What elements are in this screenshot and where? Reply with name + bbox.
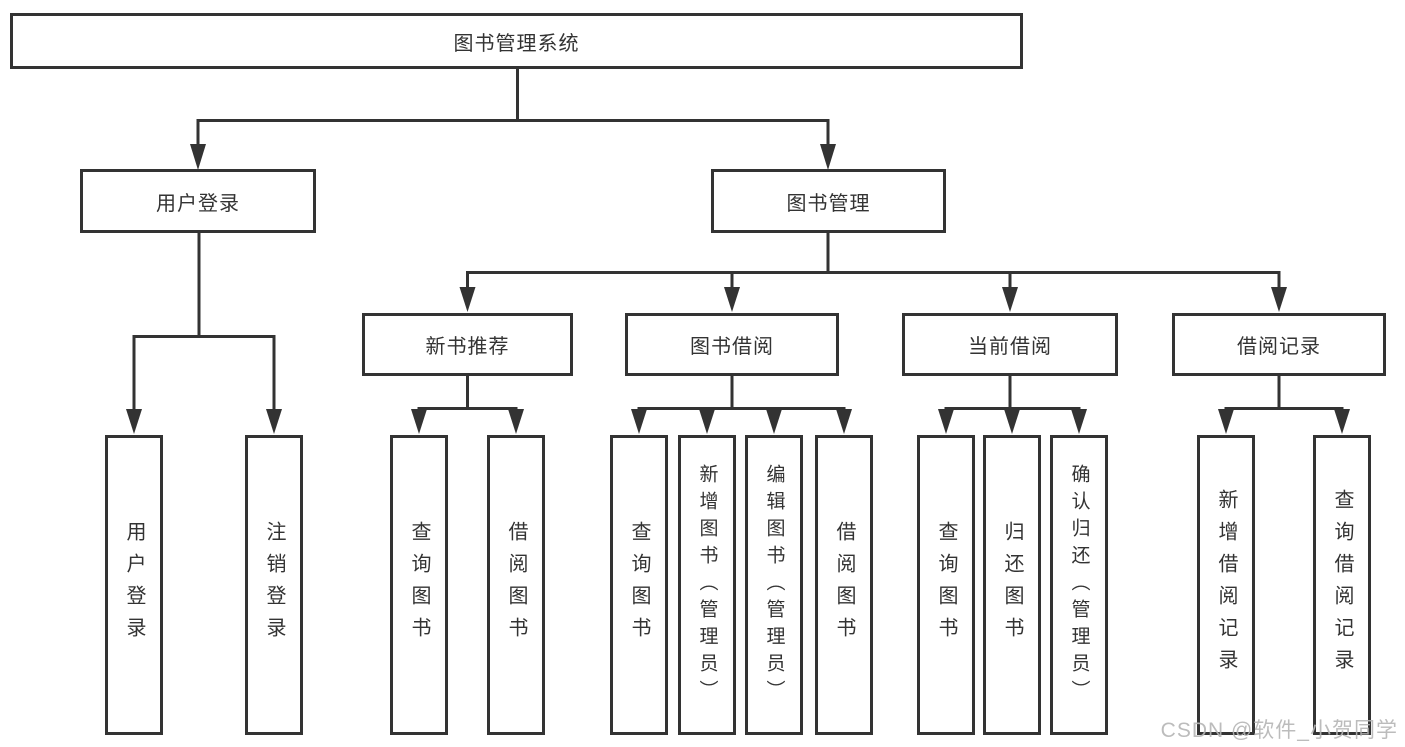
leaf-logout-login: 注销登录 [245,435,303,735]
leaf-current-query-books: 查询图书 [917,435,975,735]
node-user-login: 用户登录 [80,169,316,233]
connector-records-branch [1224,407,1344,412]
leaf-records-add-record: 新增借阅记录 [1197,435,1255,735]
leaf-current-return-books: 归还图书 [983,435,1041,735]
node-borrow-records: 借阅记录 [1172,313,1386,376]
connector-bookmgmt-branch [466,271,1281,290]
connector-userlogin-branch [132,335,276,411]
leaf-current-confirm-return-admin: 确认归还（管理员） [1050,435,1108,735]
leaf-records-query-record: 查询借阅记录 [1313,435,1371,735]
arrowheads [126,144,1350,434]
node-current-borrow: 当前借阅 [902,313,1118,376]
connector-root-branch [196,119,830,146]
node-new-book-recommend: 新书推荐 [362,313,573,376]
csdn-watermark: CSDN @软件_小贺同学 [1160,719,1398,742]
node-book-management: 图书管理 [711,169,946,233]
node-root: 图书管理系统 [10,13,1023,69]
leaf-borrow-edit-books-admin: 编辑图书（管理员） [745,435,803,735]
leaf-borrow-query-books: 查询图书 [610,435,668,735]
leaf-user-login: 用户登录 [105,435,163,735]
leaf-recommend-query-books: 查询图书 [390,435,448,735]
connector-recommend-branch [417,407,518,412]
node-book-borrow: 图书借阅 [625,313,839,376]
leaf-borrow-add-books-admin: 新增图书（管理员） [678,435,736,735]
connector-borrow-branch [637,407,846,412]
leaf-borrow-borrow-books: 借阅图书 [815,435,873,735]
leaf-recommend-borrow-books: 借阅图书 [487,435,545,735]
